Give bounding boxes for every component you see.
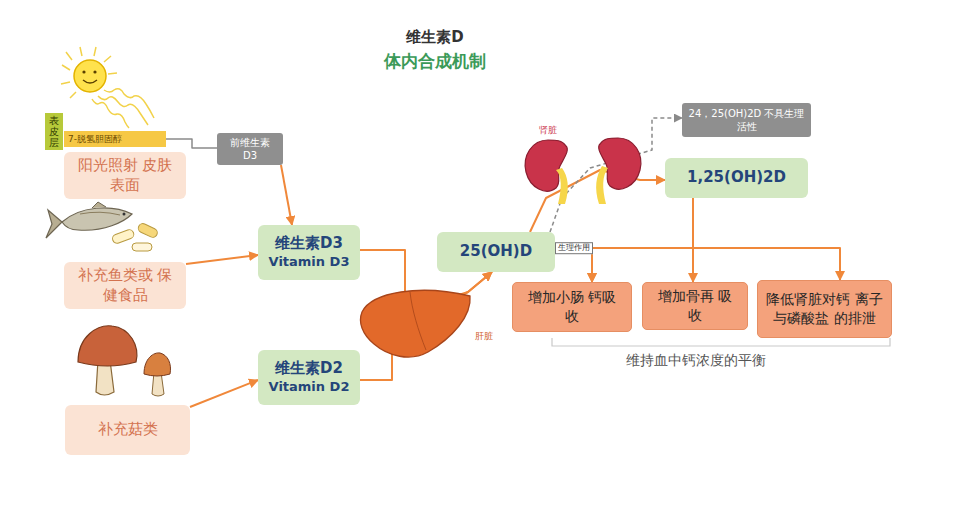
annotation-label: 维持血中钙浓度的平衡	[626, 352, 766, 370]
metabolite-box: 1,25(OH)2D	[665, 158, 808, 198]
node-text: 24，25(OH)2D 不具生理活性	[688, 107, 805, 133]
flow-arrow	[550, 118, 682, 232]
node-text: 维生素D3	[275, 234, 343, 254]
vitamin-box: 维生素D3Vitamin D3	[258, 225, 360, 280]
precursor-bar: 7-脱氢胆固醇	[64, 131, 166, 147]
mushroom-icon	[78, 326, 171, 396]
edge-label: 生理作用	[555, 242, 593, 254]
effect-box: 增加骨再 吸收	[642, 282, 748, 330]
node-text: 7-脱氢胆固醇	[68, 134, 122, 145]
flow-arrow	[592, 198, 693, 282]
node-text: 阳光照射 皮肤表面	[72, 156, 178, 195]
liver-icon	[361, 290, 471, 357]
inactive-box: 24，25(OH)2D 不具生理活性	[682, 103, 811, 137]
node-text: Vitamin D3	[269, 254, 350, 271]
group-bracket	[552, 338, 890, 346]
vitamin-box: 维生素D2Vitamin D2	[258, 350, 360, 405]
kidney-icon	[525, 138, 641, 204]
node-text: 增加小肠 钙吸收	[521, 288, 623, 326]
flow-arrow	[360, 272, 492, 380]
metabolite-box: 25(OH)D	[437, 232, 555, 272]
flow-arrow	[186, 255, 258, 264]
node-text: 维生素D2	[275, 359, 343, 379]
fish-icon	[46, 202, 132, 238]
skin-layer-band: 表皮层	[45, 113, 63, 150]
flow-arrow	[693, 198, 840, 280]
annotation-label: 肾脏	[539, 124, 557, 137]
node-text: 增加骨再 吸收	[651, 287, 739, 325]
source-box: 阳光照射 皮肤表面	[64, 152, 186, 199]
node-text: 1,25(OH)2D	[687, 168, 786, 188]
intermediate-box: 前维生素 D3	[217, 133, 283, 165]
effect-box: 降低肾脏对钙 离子与磷酸盐 的排泄	[757, 280, 892, 338]
pill-icon	[111, 222, 158, 251]
node-text: 表皮层	[49, 115, 59, 148]
node-text: Vitamin D2	[269, 379, 350, 396]
node-text: 补充菇类	[98, 420, 158, 440]
sun-icon	[61, 47, 154, 128]
source-box: 补充鱼类或 保健食品	[64, 262, 186, 309]
flow-arrow	[166, 139, 217, 148]
node-text: 25(OH)D	[460, 242, 532, 262]
flow-arrow	[190, 380, 258, 407]
flow-arrow	[281, 165, 292, 225]
annotation-label: 肝脏	[475, 330, 493, 343]
source-box: 补充菇类	[65, 405, 190, 455]
node-text: 降低肾脏对钙 离子与磷酸盐 的排泄	[766, 290, 883, 328]
node-text: 前维生素 D3	[223, 136, 277, 162]
effect-box: 增加小肠 钙吸收	[512, 282, 632, 332]
diagram-title: 维生素D	[406, 28, 463, 47]
annotation-label: 体内合成机制	[384, 50, 486, 73]
node-text: 补充鱼类或 保健食品	[72, 266, 178, 305]
